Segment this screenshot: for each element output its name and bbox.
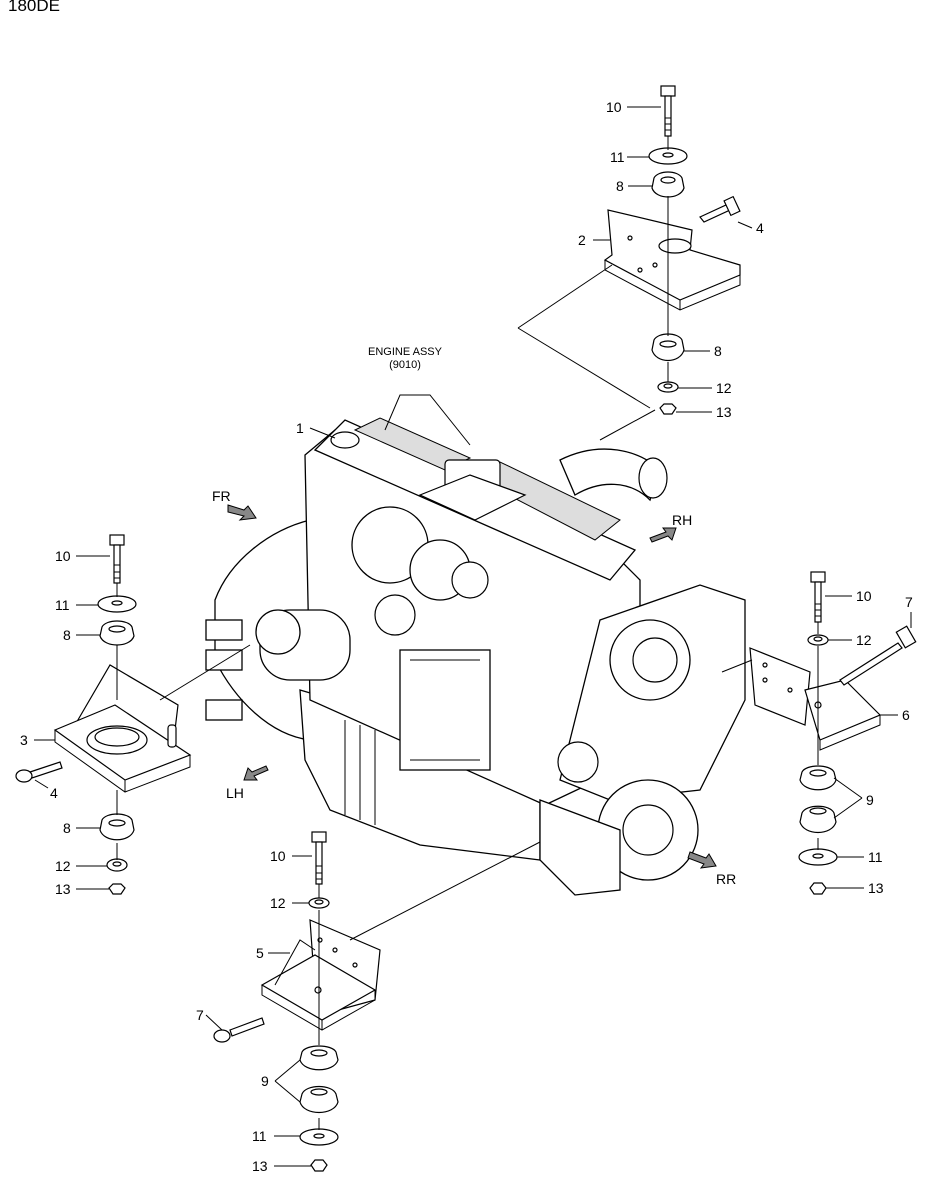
callout-4-a: 4 [756,220,764,236]
callout-11-a: 11 [610,149,625,165]
callout-leaders [34,106,912,1167]
labels: ENGINE ASSY (9010) FR RH LH RR 10 11 8 2… [20,99,913,1174]
callout-11-b: 11 [55,597,70,613]
callout-5: 5 [256,945,264,961]
direction-fr: FR [212,488,231,504]
callout-10-a: 10 [606,99,622,115]
callout-13-d: 13 [252,1158,268,1174]
callout-1: 1 [296,420,304,436]
callout-10-d: 10 [270,848,286,864]
callout-3: 3 [20,732,28,748]
callout-13-c: 13 [868,880,884,896]
callout-4-b: 4 [50,785,58,801]
direction-rh: RH [672,512,692,528]
callout-8-d: 8 [63,820,71,836]
rr-arrow-icon [687,851,717,869]
callout-9-b: 9 [261,1073,269,1089]
engine-assy-code: (9010) [389,359,421,371]
callout-12-a: 12 [716,380,732,396]
rh-arrow-icon [649,527,677,543]
callout-7-b: 7 [196,1007,204,1023]
mount-rear-left [213,831,541,1172]
callout-8-a: 8 [616,178,624,194]
direction-lh: LH [226,785,244,801]
fr-arrow-icon [227,504,257,521]
mount-rear-right [721,571,917,895]
callout-6: 6 [902,707,910,723]
engine-assy-label: ENGINE ASSY [368,346,443,358]
callout-9-a: 9 [866,792,874,808]
callout-8-c: 8 [63,627,71,643]
callout-13-a: 13 [716,404,732,420]
callout-11-d: 11 [252,1128,267,1144]
callout-10-b: 10 [55,548,71,564]
engine-assembly [205,394,746,896]
model-title: 180DE [8,0,60,15]
callout-7-a: 7 [905,594,913,610]
callout-10-c: 10 [856,588,872,604]
callout-8-b: 8 [714,343,722,359]
callout-11-c: 11 [868,849,883,865]
callout-12-c: 12 [856,632,872,648]
callout-2: 2 [578,232,586,248]
callout-12-d: 12 [270,895,286,911]
mount-front-right [517,85,741,441]
lh-arrow-icon [243,765,269,781]
direction-arrows [227,504,717,869]
mount-front-left [15,534,251,895]
callout-12-b: 12 [55,858,71,874]
direction-rr: RR [716,871,736,887]
callout-13-b: 13 [55,881,71,897]
